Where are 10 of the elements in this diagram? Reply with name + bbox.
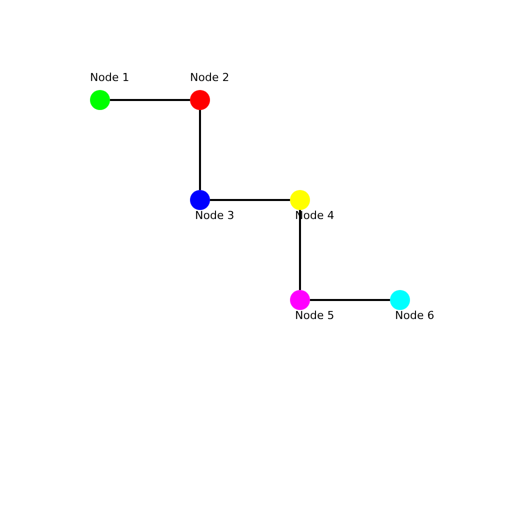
connector-line <box>199 110 201 190</box>
connector-line <box>310 299 390 301</box>
connector-line <box>210 199 290 201</box>
connector-line <box>110 99 190 101</box>
node-label: Node 2 <box>190 71 230 84</box>
node-label: Node 6 <box>395 309 434 322</box>
node-label: Node 5 <box>295 309 334 322</box>
connector-line <box>299 210 301 290</box>
node-label: Node 1 <box>90 71 130 84</box>
node-label: Node 3 <box>195 209 234 222</box>
